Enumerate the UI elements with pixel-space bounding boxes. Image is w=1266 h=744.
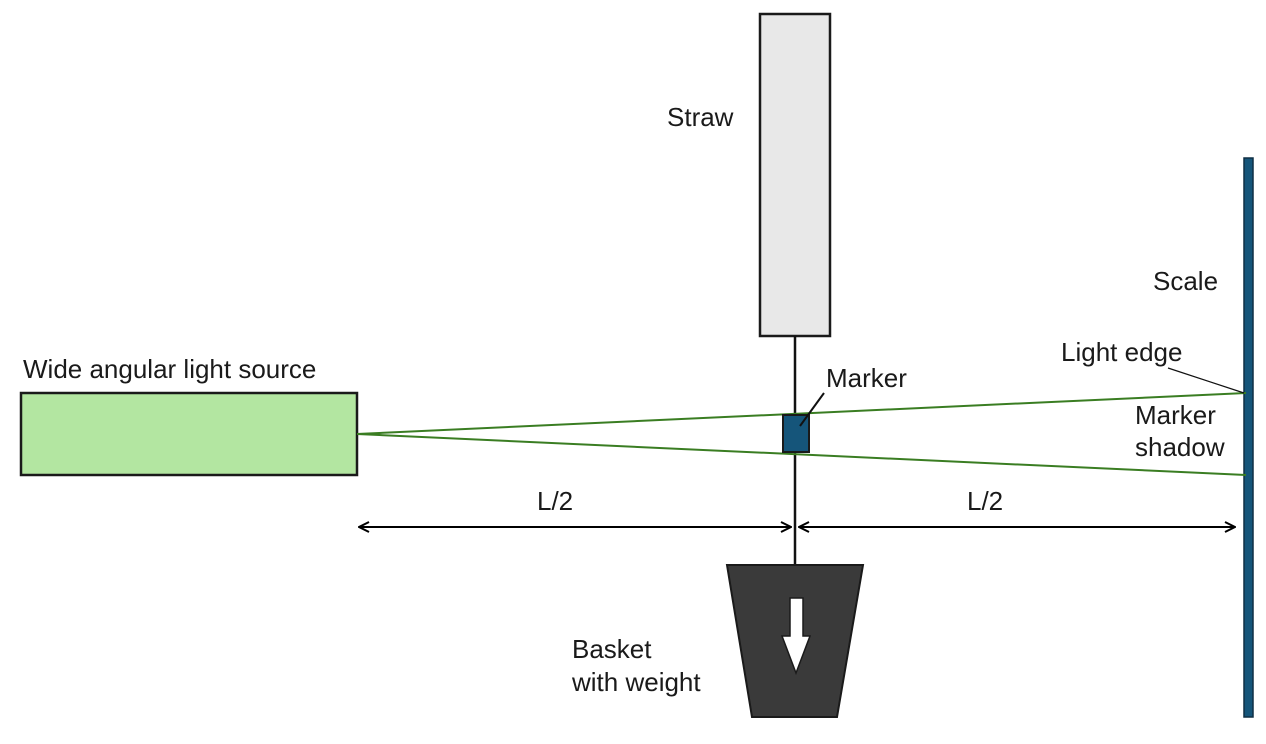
scale-bar: [1243, 157, 1254, 718]
marker-shadow-label-line2: shadow: [1135, 432, 1225, 462]
basket-label-line1: Basket: [572, 634, 652, 664]
straw-label: Straw: [667, 102, 734, 132]
down-arrow-icon: [780, 597, 812, 676]
straw: [758, 12, 832, 338]
light-source-label: Wide angular light source: [23, 354, 316, 384]
light-edge-label: Light edge: [1061, 337, 1182, 367]
upper-light-ray: [356, 392, 1247, 435]
light-source: [19, 391, 359, 477]
lower-light-ray: [356, 433, 1247, 476]
right-distance-label: L/2: [967, 486, 1003, 516]
marker-label: Marker: [826, 363, 907, 393]
marker-shadow-label-line1: Marker: [1135, 400, 1216, 430]
light-edge-pointer: [1167, 367, 1245, 394]
left-distance-label: L/2: [537, 486, 573, 516]
scale-label: Scale: [1153, 266, 1218, 296]
basket-label-line2: with weight: [571, 667, 701, 697]
marker-pointer: [799, 392, 825, 427]
